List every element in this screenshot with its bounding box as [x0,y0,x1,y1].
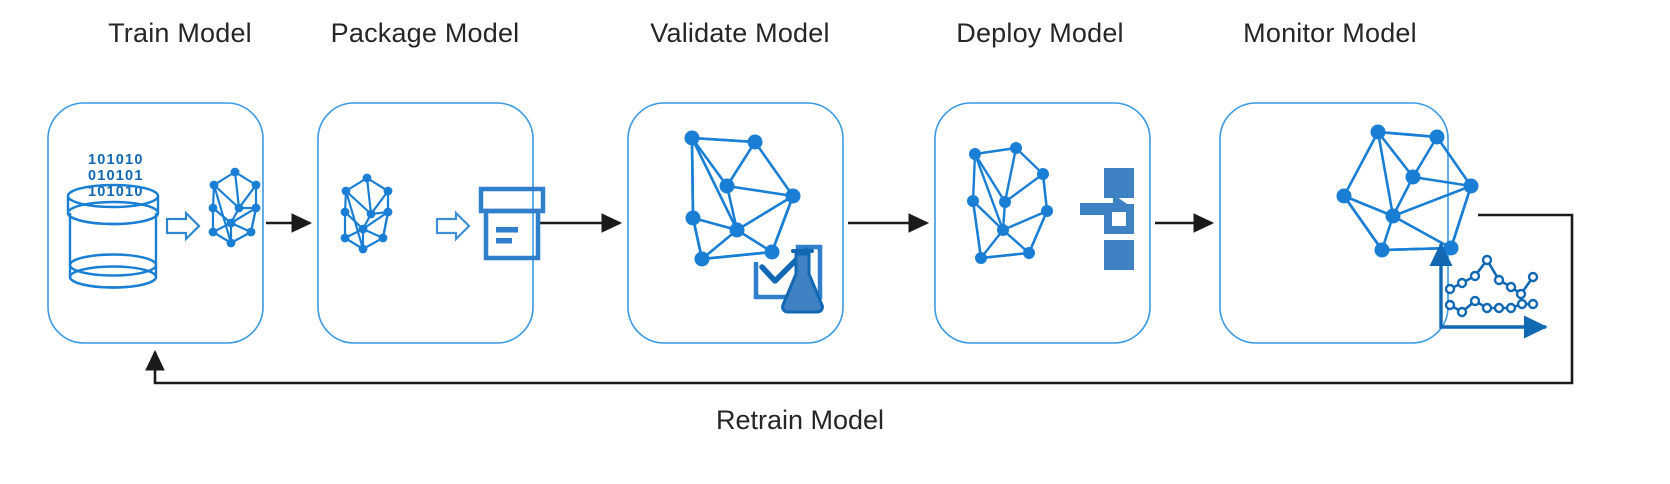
stage-title-deploy: Deploy Model [956,18,1124,48]
stacked-squares-icon [1104,168,1134,270]
database-icon [66,183,160,289]
line-chart-icon [1429,242,1548,339]
outline-arrow-icon-train [165,210,201,242]
neural-network-icon-deploy [967,142,1053,264]
stage-title-validate: Validate Model [650,18,830,48]
svg-text:101010: 101010 [88,152,144,168]
neural-network-icon-validate [684,130,801,267]
retrain-loop-path [145,213,1574,385]
neural-network-icon-monitor [1336,124,1479,258]
svg-text:101010: 101010 [88,184,144,200]
neural-network-icon-train [208,167,261,248]
binary-data-icon: 101010 010101 101010 [88,152,144,200]
outline-arrow-icon-package [435,210,471,242]
flask-icon [781,249,824,314]
stage-card-monitor[interactable] [1219,102,1449,344]
retrain-loop-label: Retrain Model [715,405,885,435]
svg-text:010101: 010101 [88,168,144,184]
neural-network-icon-package [340,173,393,254]
stage-title-package: Package Model [330,18,520,48]
stage-card-package[interactable] [317,102,534,344]
stage-title-monitor: Monitor Model [1243,18,1417,48]
package-box-icon [478,186,546,261]
stage-title-train: Train Model [108,18,252,48]
